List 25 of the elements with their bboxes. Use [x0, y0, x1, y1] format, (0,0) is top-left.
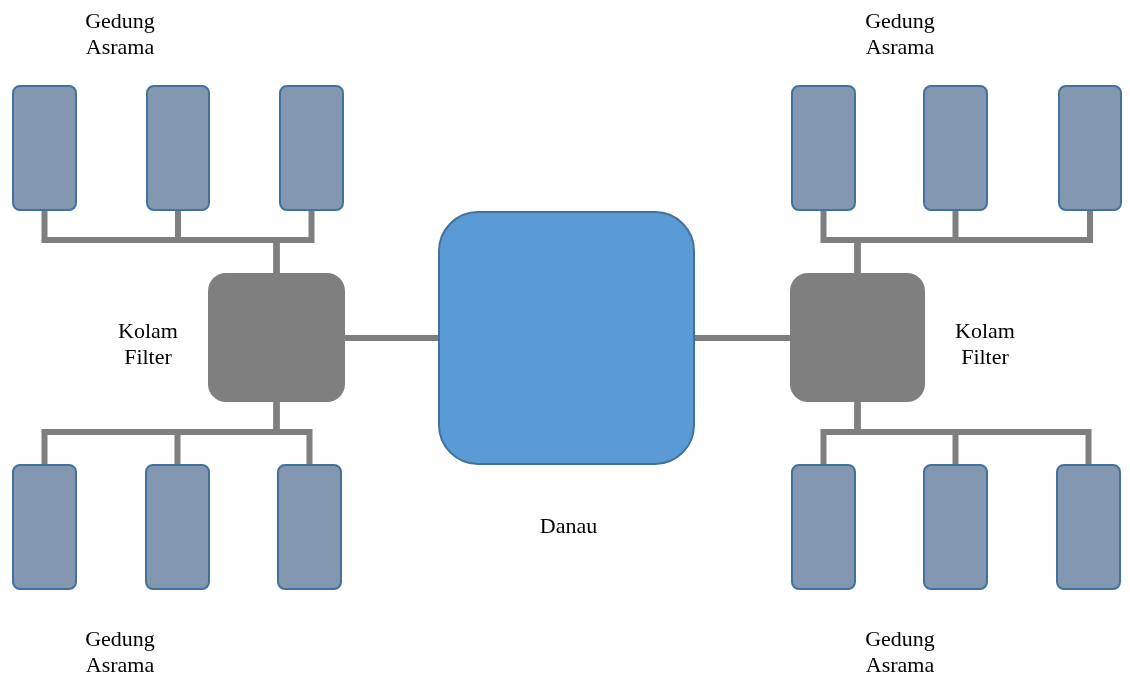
- building-box: [279, 85, 344, 211]
- pipe-line: [273, 402, 313, 464]
- lake-label: Danau: [538, 513, 599, 539]
- building-box: [1058, 85, 1122, 211]
- filter-pond-label: Kolam Filter: [954, 318, 1016, 370]
- pipe-line: [273, 211, 315, 273]
- pipe-line: [854, 402, 1092, 464]
- building-box: [277, 464, 342, 590]
- building-box: [1056, 464, 1121, 590]
- building-group-label: Gedung Asrama: [84, 626, 156, 678]
- building-box: [146, 85, 210, 211]
- building-box: [12, 464, 77, 590]
- building-box: [145, 464, 210, 590]
- building-group-label: Gedung Asrama: [864, 8, 936, 60]
- building-box: [923, 85, 988, 211]
- building-box: [923, 464, 988, 590]
- building-box: [791, 85, 856, 211]
- pipe-line: [345, 335, 438, 341]
- pipe-line: [854, 211, 1093, 273]
- pipe-line: [695, 335, 790, 341]
- filter-pond-label: Kolam Filter: [117, 318, 179, 370]
- building-box: [791, 464, 856, 590]
- building-box: [12, 85, 77, 211]
- building-group-label: Gedung Asrama: [84, 8, 156, 60]
- building-group-label: Gedung Asrama: [864, 626, 936, 678]
